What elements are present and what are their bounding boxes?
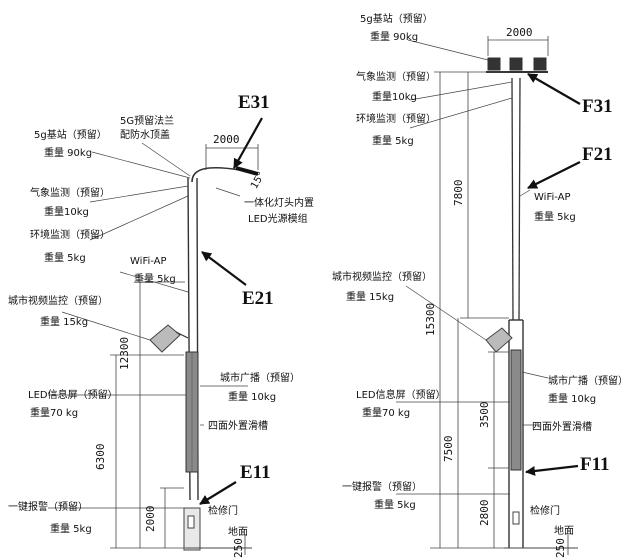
right-env-label: 环境监测（预留） xyxy=(356,112,436,125)
right-5g-unit-3 xyxy=(533,57,547,71)
right-dim-250: 250 xyxy=(554,538,567,558)
left-pole-base xyxy=(183,507,201,551)
right-camera xyxy=(485,327,513,353)
left-weather-weight: 重量10kg xyxy=(44,205,89,218)
left-access-door xyxy=(187,515,195,529)
left-dim-12300: 12300 xyxy=(118,337,131,370)
f11-arrow xyxy=(525,464,579,476)
right-dim-7800: 7800 xyxy=(452,180,465,207)
right-door-label: 检修门 xyxy=(530,504,560,517)
left-alarm-label: 一键报警（预留） xyxy=(8,500,88,513)
e31-arrow xyxy=(233,117,263,169)
right-weather-weight: 重量10kg xyxy=(372,90,417,103)
right-video-label: 城市视频监控（预留） xyxy=(332,270,432,283)
left-env-weight: 重量 5kg xyxy=(44,251,86,264)
tag-e11: E11 xyxy=(240,462,271,483)
tag-f31: F31 xyxy=(582,96,613,117)
left-5g-weight: 重量 90kg xyxy=(44,146,92,159)
right-weather-label: 气象监测（预留） xyxy=(356,70,436,83)
right-dim-15300: 15300 xyxy=(424,303,437,336)
right-alarm-label: 一键报警（预留） xyxy=(342,480,422,493)
right-wifi-label: WiFi-AP xyxy=(534,192,571,203)
flange-label-2: 配防水顶盖 xyxy=(120,128,170,141)
left-dimensions xyxy=(110,144,259,555)
left-broadcast-weight: 重量 10kg xyxy=(228,390,276,403)
right-video-weight: 重量 15kg xyxy=(346,290,394,303)
left-broadcast-label: 城市广播（预留） xyxy=(220,371,300,384)
right-5g-unit-1 xyxy=(487,57,501,71)
e21-arrow xyxy=(201,251,247,286)
right-slot-label: 四面外置滑槽 xyxy=(532,420,592,433)
right-led-weight: 重量70 kg xyxy=(362,406,410,419)
right-wifi-weight: 重量 5kg xyxy=(534,210,576,223)
lamp-label-2: LED光源模组 xyxy=(248,212,308,225)
right-led-label: LED信息屏（预留） xyxy=(356,388,446,401)
f21-arrow xyxy=(527,161,581,189)
right-pole-drawing xyxy=(485,57,578,549)
right-broadcast-weight: 重量 10kg xyxy=(548,392,596,405)
right-5g-label: 5g基站（预留） xyxy=(360,12,433,25)
left-dim-250: 250 xyxy=(232,538,245,558)
tag-f21: F21 xyxy=(582,144,613,165)
left-camera xyxy=(149,324,181,353)
f31-arrow xyxy=(527,73,581,105)
left-pole-drawing xyxy=(149,166,259,551)
tag-e31: E31 xyxy=(238,92,270,113)
left-leaders xyxy=(48,142,248,509)
left-door-label: 检修门 xyxy=(208,504,238,517)
right-dimensions xyxy=(430,36,569,555)
right-arm-span: 2000 xyxy=(506,26,533,39)
left-led-weight: 重量70 kg xyxy=(30,406,78,419)
right-5g-unit-2 xyxy=(509,57,523,71)
left-5g-label: 5g基站（预留） xyxy=(34,128,107,141)
right-broadcast-label: 城市广播（预留） xyxy=(548,374,628,387)
e11-arrow xyxy=(199,481,237,505)
right-ground-label: 地面 xyxy=(554,524,574,537)
right-dim-2800: 2800 xyxy=(478,500,491,527)
right-5g-weight: 重量 90kg xyxy=(370,30,418,43)
left-ground-label: 地面 xyxy=(228,525,248,538)
left-slot-label: 四面外置滑槽 xyxy=(208,419,268,432)
flange-label-1: 5G预留法兰 xyxy=(120,114,174,127)
left-env-label: 环境监测（预留） xyxy=(30,228,110,241)
tag-f11: F11 xyxy=(580,454,610,475)
left-lamp-arm xyxy=(191,166,241,183)
left-lamp-head xyxy=(235,166,259,176)
left-wifi-weight: 重量 5kg xyxy=(134,272,176,285)
right-env-weight: 重量 5kg xyxy=(372,134,414,147)
right-pole-shaft xyxy=(511,77,514,321)
left-led-label: LED信息屏（预留） xyxy=(28,388,118,401)
left-arm-span: 2000 xyxy=(213,133,240,146)
left-dim-6300: 6300 xyxy=(94,444,107,471)
right-dim-7500: 7500 xyxy=(442,436,455,463)
left-dim-2000: 2000 xyxy=(144,506,157,533)
right-leaders xyxy=(396,39,549,495)
tag-e21: E21 xyxy=(242,288,274,309)
right-led-screen xyxy=(510,349,522,471)
right-alarm-weight: 重量 5kg xyxy=(374,498,416,511)
left-alarm-weight: 重量 5kg xyxy=(50,522,92,535)
left-video-label: 城市视频监控（预留） xyxy=(8,294,108,307)
left-video-weight: 重量 15kg xyxy=(40,315,88,328)
right-dim-3500: 3500 xyxy=(478,402,491,429)
left-weather-label: 气象监测（预留） xyxy=(30,186,110,199)
right-access-door xyxy=(512,511,520,525)
left-wifi-label: WiFi-AP xyxy=(130,256,167,267)
lamp-label-1: 一体化灯头内置 xyxy=(244,196,314,209)
